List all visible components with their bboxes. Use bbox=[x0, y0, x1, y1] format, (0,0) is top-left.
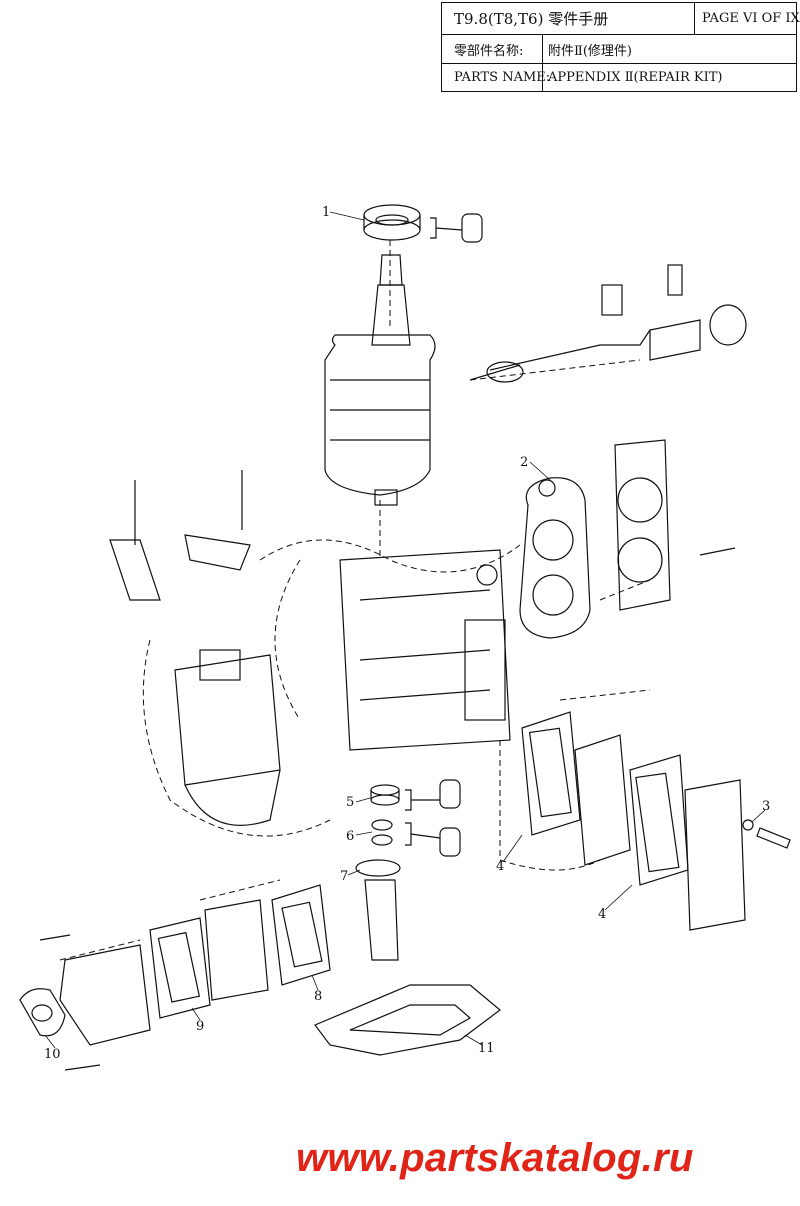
seal-part-6 bbox=[371, 819, 461, 857]
cn-value: 附件Ⅱ(修理件) bbox=[548, 43, 632, 59]
en-value: APPENDIX Ⅱ(REPAIR KIT) bbox=[548, 70, 723, 85]
gasket-part-10 bbox=[19, 988, 66, 1037]
gasket-part-9 bbox=[149, 917, 211, 1019]
en-label: PARTS NAME: bbox=[454, 70, 551, 85]
crankcase-block bbox=[339, 549, 511, 751]
carburetor-assembly bbox=[109, 470, 281, 826]
seal-part-5 bbox=[370, 779, 461, 811]
callout-4b: 4 bbox=[598, 907, 606, 922]
callout-9: 9 bbox=[196, 1019, 204, 1034]
bolt-part-3 bbox=[742, 819, 791, 849]
intake-manifold bbox=[39, 934, 151, 1071]
callout-5: 5 bbox=[346, 795, 354, 810]
gasket-part-8 bbox=[271, 884, 331, 986]
cylinder-head bbox=[614, 439, 736, 611]
cylinder-head-gasket-part-2 bbox=[519, 477, 591, 639]
callout-10: 10 bbox=[44, 1047, 61, 1062]
callout-8: 8 bbox=[314, 989, 322, 1004]
callout-6: 6 bbox=[346, 829, 354, 844]
callout-1: 1 bbox=[322, 205, 330, 220]
base-gasket-part-11 bbox=[314, 984, 501, 1056]
exhaust-gasket-part-4 bbox=[521, 711, 746, 931]
callout-11: 11 bbox=[478, 1041, 495, 1056]
callout-2: 2 bbox=[520, 455, 528, 470]
leader-lines bbox=[44, 211, 766, 1049]
title-row: T9.8(T8,T6) 零件手册 PAGE VI OF IX bbox=[442, 3, 800, 35]
model-title: T9.8(T8,T6) 零件手册 bbox=[454, 10, 609, 28]
callout-3: 3 bbox=[762, 799, 770, 814]
cn-label: 零部件名称: bbox=[454, 43, 524, 59]
watermark: www.partskatalog.ru bbox=[296, 1136, 694, 1180]
cn-name-row: 零部件名称: 附件Ⅱ(修理件) bbox=[442, 35, 796, 64]
reed-valve bbox=[204, 899, 269, 1001]
page-number: PAGE VI OF IX bbox=[702, 11, 800, 26]
en-name-row: PARTS NAME: APPENDIX Ⅱ(REPAIR KIT) bbox=[442, 64, 796, 91]
callout-4a: 4 bbox=[496, 859, 504, 874]
crankshaft bbox=[324, 254, 747, 506]
callout-7: 7 bbox=[340, 869, 348, 884]
gasket-part-7 bbox=[355, 859, 401, 961]
title-block: T9.8(T8,T6) 零件手册 PAGE VI OF IX 零部件名称: 附件… bbox=[441, 2, 800, 92]
oil-seal-part-1 bbox=[363, 204, 483, 243]
